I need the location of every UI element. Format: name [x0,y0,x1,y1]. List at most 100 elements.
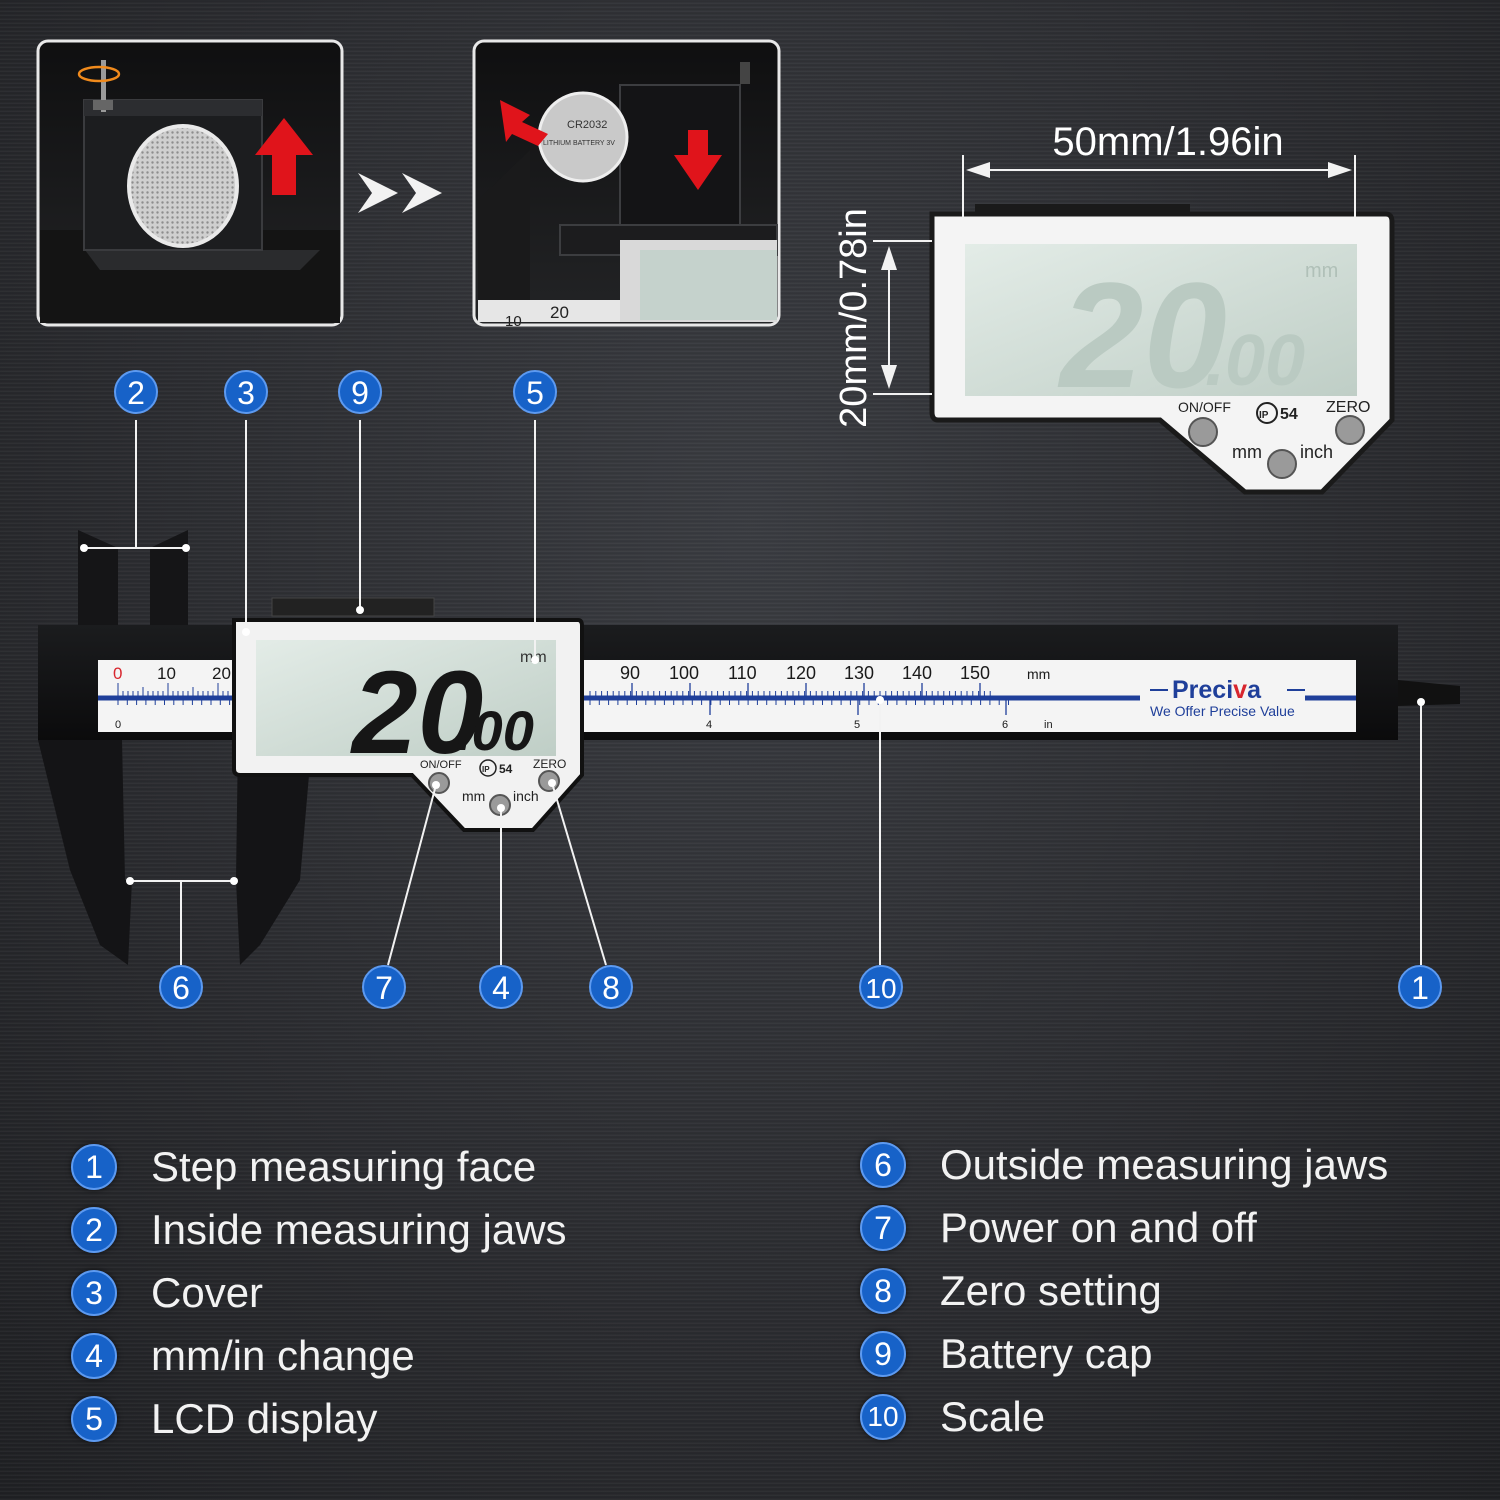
callout-badge-2: 2 [114,370,158,414]
legend-badge: 2 [71,1207,117,1253]
legend-badge: 7 [860,1205,906,1251]
legend-text: Outside measuring jaws [940,1141,1389,1188]
battery-cell-model: CR2032 [567,119,607,131]
brand-name-part-a: Preci [1172,676,1233,704]
svg-text:9: 9 [351,375,369,411]
scale-mm-label-150: 150 [960,663,990,683]
closeup-ip-rating: 54 [1280,406,1298,423]
ip-rating: 54 [499,762,513,776]
legend-text: Inside measuring jaws [151,1206,567,1253]
inch-label: inch [513,788,539,804]
callout-badge-10: 10 [859,965,903,1009]
callout-badge-1: 1 [1398,965,1442,1009]
svg-text:3: 3 [237,375,255,411]
scale-in-label-6: 6 [1002,719,1008,731]
on-off-label: ON/OFF [420,759,462,771]
legend-badge: 9 [860,1331,906,1377]
svg-text:Preciva: Preciva [1172,676,1262,704]
caliper: 0 10 20 90 100 110 120 130 140 150 mm 0 … [38,530,1460,965]
svg-text:1: 1 [1411,970,1429,1006]
legend-item-6: 6 Outside measuring jaws [860,1138,1388,1192]
battery-step-2-photo: 10 20 CR2032 LITHIUM BATTERY 3V [472,39,781,330]
legend-item-10: 10 Scale [860,1390,1045,1444]
legend-badge: 1 [71,1144,117,1190]
svg-text:4: 4 [492,970,510,1006]
lcd-reading: 20 [350,647,483,779]
callout-dots [80,544,1425,885]
brand-slogan: We Offer Precise Value [1150,703,1295,719]
width-dimension: 50mm/1.96in [962,120,1356,218]
scale-in-label-5: 5 [854,719,860,731]
legend-item-8: 8 Zero setting [860,1264,1162,1318]
callout-badge-4: 4 [479,965,523,1009]
legend-badge: 5 [71,1396,117,1442]
legend-item-3: 3 Cover [71,1266,263,1320]
battery-cell-type: LITHIUM BATTERY 3V [543,140,615,147]
scale-ticks [117,683,1009,715]
svg-text:6: 6 [172,970,190,1006]
legend-badge: 6 [860,1142,906,1188]
scale-mm-label-20: 20 [212,664,231,683]
callout-badge-5: 5 [513,370,557,414]
scale-mm-label-120: 120 [786,663,816,683]
callout-badge-3: 3 [224,370,268,414]
width-dimension-label: 50mm/1.96in [1052,120,1283,164]
ip-prefix: IP [482,765,490,774]
closeup-zero-label: ZERO [1326,399,1370,416]
closeup-ghost-reading: 20 [1057,251,1227,419]
closeup-mm-label: mm [1232,442,1262,462]
legend-text: LCD display [151,1395,378,1442]
callout-leaders [84,420,1422,966]
svg-text:5: 5 [526,375,544,411]
callout-badge-6: 6 [159,965,203,1009]
scale-mm-unit: mm [1027,666,1050,682]
scale-in-unit: in [1044,719,1053,731]
closeup-on-off-label: ON/OFF [1178,399,1231,415]
legend-item-5: 5 LCD display [71,1392,377,1446]
brand-name-part-c: a [1247,676,1262,704]
height-dimension-label: 20mm/0.78in [833,208,875,428]
legend-item-1: 1 Step measuring face [71,1140,536,1194]
brand-name-part-b: v [1233,676,1247,704]
legend-text: Scale [940,1393,1046,1440]
legend-badge: 8 [860,1268,906,1314]
lcd-reading-decimal: .00 [456,699,534,762]
scale-mm-label-100: 100 [669,663,699,683]
legend-text: Battery cap [940,1330,1153,1377]
battery-step-1-photo [36,39,344,327]
callout-badge-7: 7 [362,965,406,1009]
closeup-inch-label: inch [1300,442,1333,462]
legend-item-2: 2 Inside measuring jaws [71,1203,567,1257]
closeup-ip-prefix: IP [1259,410,1269,421]
legend-text: Step measuring face [151,1143,537,1190]
parts-legend: 1 Step measuring face 2 Inside measuring j… [0,1130,1500,1460]
scale-mm-label-90: 90 [620,663,640,683]
svg-text:10: 10 [865,973,896,1004]
scale-mm-label-0: 0 [113,664,122,683]
brand-logo: Preciva We Offer Precise Value [1150,676,1305,719]
scale-mm-label-140: 140 [902,663,932,683]
next-step-arrows [358,173,442,213]
height-dimension: 20mm/0.78in [833,208,932,428]
scale-in-label-0: 0 [115,719,121,731]
display-closeup: 20 .00 mm ON/OFF ZERO mm inch IP 54 [929,204,1395,495]
legend-badge: 10 [860,1394,906,1440]
svg-text:2: 2 [127,375,145,411]
scale-in-label-4: 4 [706,719,712,731]
svg-text:8: 8 [602,970,620,1006]
svg-text:7: 7 [375,970,393,1006]
callout-badge-9: 9 [338,370,382,414]
legend-item-7: 7 Power on and off [860,1201,1257,1255]
mm-label: mm [462,788,485,804]
zero-label: ZERO [533,757,566,771]
legend-badge: 3 [71,1270,117,1316]
legend-text: Power on and off [940,1204,1257,1251]
scale-mm-label-110: 110 [728,663,757,683]
legend-text: Zero setting [940,1267,1162,1314]
legend-text: Cover [151,1269,264,1316]
legend-badge: 4 [71,1333,117,1379]
battery-photo-scale-20: 20 [550,303,569,322]
